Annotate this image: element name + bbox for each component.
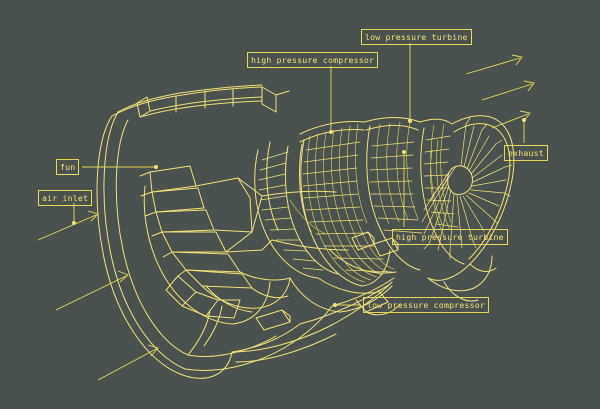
engine-shaft-details bbox=[261, 190, 349, 251]
callout-low-pressure-compressor-label: low pressure compressor bbox=[367, 299, 485, 310]
air-inlet-flow-arrows bbox=[37, 210, 159, 381]
callout-exhaust[interactable]: exhaust bbox=[504, 145, 548, 161]
high-pressure-turbine-stage bbox=[419, 118, 465, 265]
callout-air-inlet[interactable]: air inlet bbox=[38, 190, 93, 206]
callout-fan[interactable]: fun bbox=[56, 159, 80, 175]
fan-blade-assembly bbox=[139, 165, 291, 325]
callout-high-pressure-compressor-label: high pressure compressor bbox=[251, 54, 375, 65]
callout-low-pressure-turbine[interactable]: low pressure turbine bbox=[361, 29, 472, 45]
hpc-blade-hatching bbox=[302, 141, 393, 273]
exhaust-flow-arrows bbox=[465, 54, 535, 129]
lpt-blade-fan bbox=[421, 117, 513, 260]
low-pressure-compressor-stage bbox=[254, 141, 339, 279]
callout-high-pressure-turbine-label: high pressure turbine bbox=[396, 231, 504, 242]
nacelle-outer-cowl bbox=[96, 84, 333, 379]
hpt-blades bbox=[423, 135, 459, 228]
callout-low-pressure-turbine-label: low pressure turbine bbox=[365, 31, 468, 42]
bypass-duct-lower bbox=[231, 277, 401, 363]
callout-exhaust-label: exhaust bbox=[508, 147, 544, 158]
callout-low-pressure-compressor[interactable]: low pressure compressor bbox=[363, 297, 489, 313]
callout-fan-label: fun bbox=[60, 161, 76, 172]
callout-air-inlet-label: air inlet bbox=[42, 192, 89, 203]
fan-lower-blades bbox=[165, 275, 253, 356]
high-pressure-compressor-stage bbox=[299, 121, 399, 287]
callout-high-pressure-turbine[interactable]: high pressure turbine bbox=[392, 229, 508, 245]
low-pressure-turbine-stage bbox=[421, 115, 515, 281]
callout-high-pressure-compressor[interactable]: high pressure compressor bbox=[247, 52, 379, 68]
callout-leader-lines bbox=[72, 43, 526, 307]
combustion-chamber bbox=[363, 117, 423, 271]
